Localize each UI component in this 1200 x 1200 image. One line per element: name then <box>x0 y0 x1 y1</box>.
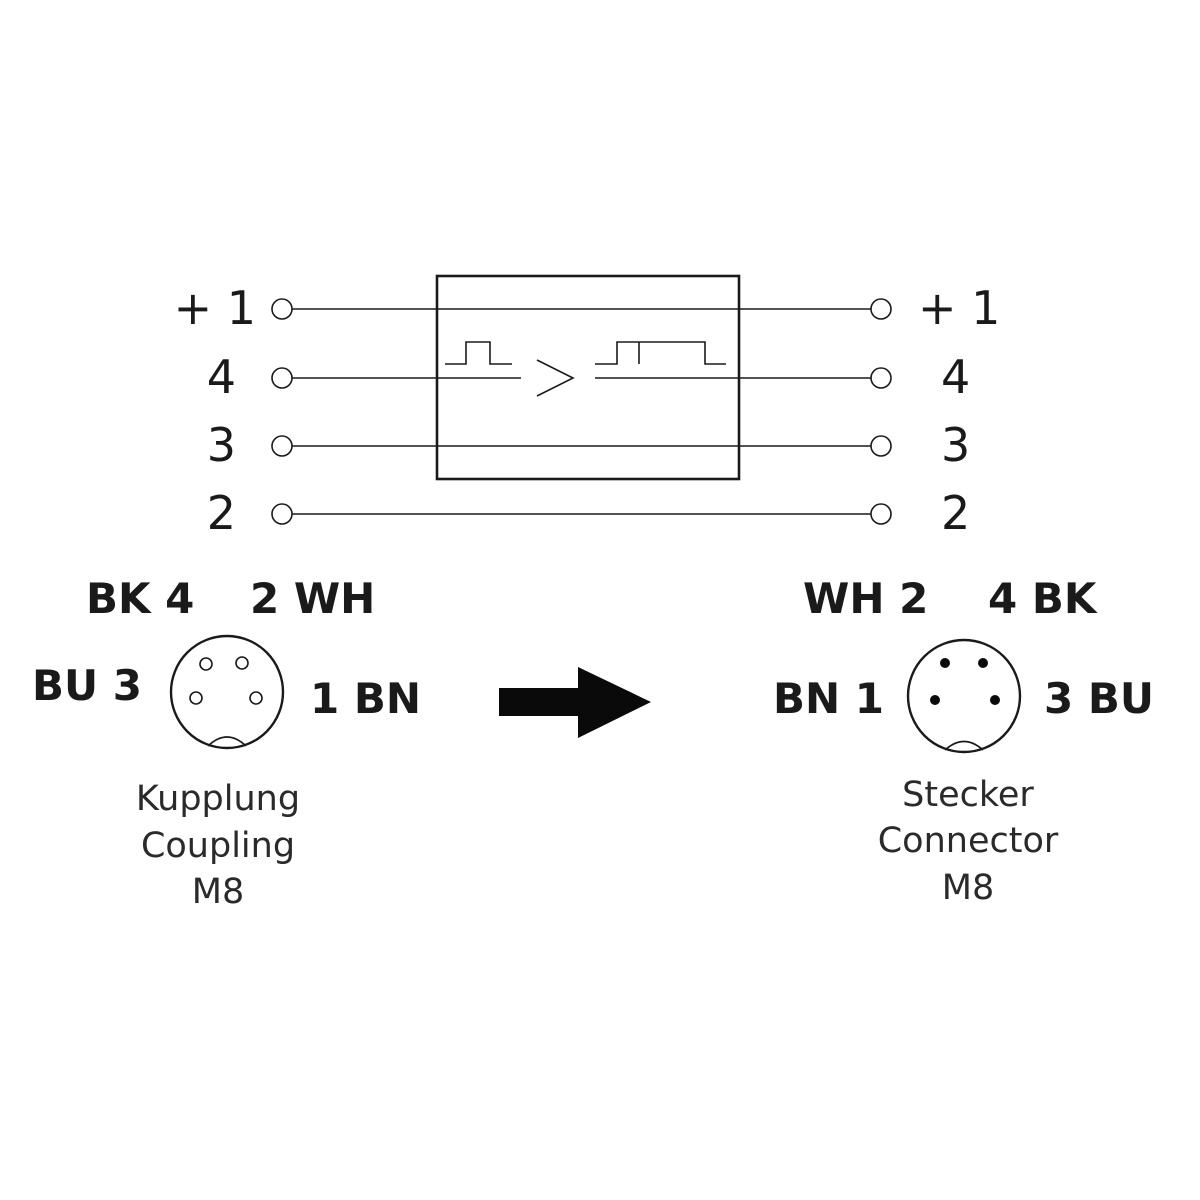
connector-label-3bu: 3 BU <box>1044 674 1154 723</box>
coupling-caption-line2: Coupling <box>141 826 295 866</box>
left-terminals <box>271 298 293 525</box>
coupling-label-1bn: 1 BN <box>310 674 421 723</box>
coupling-label-2wh: 2 WH <box>250 574 375 623</box>
terminal-left-2 <box>271 503 293 525</box>
connector-label-4bk: 4 BK <box>988 574 1098 623</box>
terminal-label-left-2: 2 <box>207 486 236 540</box>
connector-m8-icon <box>906 638 1022 754</box>
terminal-label-left-4: 4 <box>207 350 236 404</box>
connector-label-bn1: BN 1 <box>773 674 884 723</box>
terminal-right-3 <box>870 435 892 457</box>
coupling-label-bu3: BU 3 <box>32 661 142 710</box>
terminal-left-4 <box>271 367 293 389</box>
connector-label-wh2: WH 2 <box>803 574 928 623</box>
terminal-right-4 <box>870 367 892 389</box>
connector-caption-line1: Stecker <box>902 775 1034 815</box>
terminal-left-1 <box>271 298 293 320</box>
connector-caption-line2: Connector <box>878 821 1059 861</box>
coupling-m8-icon <box>169 634 285 750</box>
terminal-label-right-2: 2 <box>941 486 970 540</box>
terminal-label-left-3: 3 <box>207 418 236 472</box>
pulse-stretch-icon <box>445 341 726 397</box>
right-arrow-icon <box>499 667 651 738</box>
terminal-label-left-1: + 1 <box>174 281 256 335</box>
right-terminals <box>870 298 892 525</box>
terminal-label-right-1: + 1 <box>918 281 1000 335</box>
coupling-caption-line1: Kupplung <box>136 779 300 819</box>
terminal-label-right-4: 4 <box>941 350 970 404</box>
terminal-left-3 <box>271 435 293 457</box>
terminal-right-1 <box>870 298 892 320</box>
connector-caption-line3: M8 <box>942 868 994 908</box>
coupling-label-bk4: BK 4 <box>86 574 194 623</box>
coupling-caption-line3: M8 <box>192 872 244 912</box>
terminal-label-right-3: 3 <box>941 418 970 472</box>
terminal-right-2 <box>870 503 892 525</box>
